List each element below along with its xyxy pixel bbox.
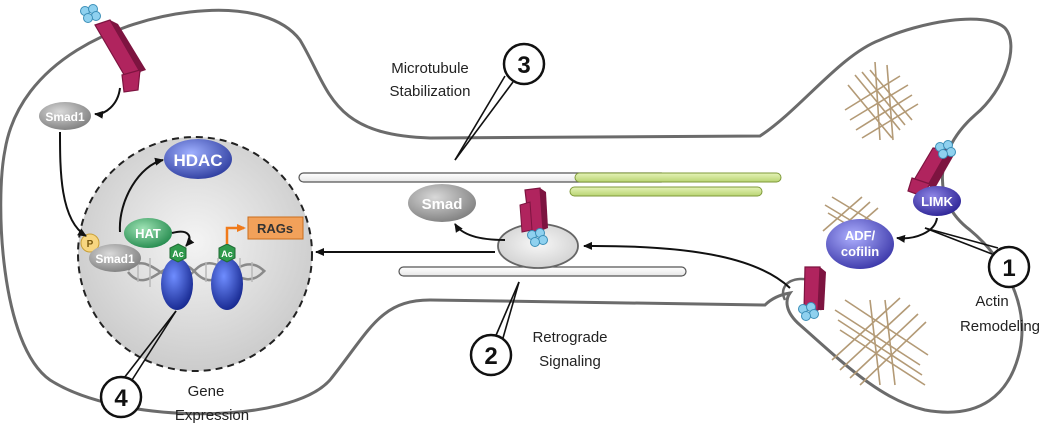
arrow-limk-to-adf xyxy=(896,217,938,243)
svg-text:Ac: Ac xyxy=(221,249,233,259)
smad1-cytoplasm-label: Smad1 xyxy=(45,110,85,124)
arrow-endosome-to-smad xyxy=(454,223,506,241)
phosphate-group xyxy=(80,233,100,253)
arrow-invagination-to-endosome xyxy=(583,241,791,289)
bmp-receptor-endocytic xyxy=(781,266,826,321)
microtubule-green-2 xyxy=(569,186,763,197)
step-3-label-line2: Stabilization xyxy=(390,83,471,100)
smad-axon xyxy=(408,184,476,222)
step-1-callout: 1 Actin Remodeling xyxy=(924,227,1040,335)
adf-cofilin-protein xyxy=(826,219,894,269)
step-2-label-line2: Signaling xyxy=(539,353,601,370)
step-1-number: 1 xyxy=(1002,255,1015,282)
histone-2 xyxy=(211,258,243,310)
step-2-number: 2 xyxy=(484,343,497,370)
step-4-label-line1: Gene xyxy=(188,383,225,400)
hdac-protein xyxy=(164,139,232,179)
microtubule-green-1 xyxy=(574,172,782,183)
actin-mesh-bottom xyxy=(831,297,929,386)
histone-1 xyxy=(161,258,193,310)
acetyl-mark-2: Ac xyxy=(218,243,236,263)
actin-mesh-top xyxy=(844,61,919,141)
arrow-smad1-to-nucleus xyxy=(59,131,87,237)
smad1-nucleus-label: Smad1 xyxy=(95,252,135,266)
step-4-number: 4 xyxy=(114,385,128,412)
rags-box xyxy=(247,216,304,240)
step-2-label-line1: Retrograde xyxy=(532,329,607,346)
arrow-receptor-to-smad1 xyxy=(94,87,121,119)
limk-protein xyxy=(913,186,961,216)
hdac-label: HDAC xyxy=(173,151,222,170)
arrow-hat-to-acetyl xyxy=(171,230,195,247)
smad1-nucleus xyxy=(89,244,141,272)
smad-axon-label: Smad xyxy=(422,196,463,213)
step-3-label-line1: Microtubule xyxy=(391,60,469,77)
step-4-callout: 4 Gene Expression xyxy=(99,310,249,424)
step-2-callout: 2 Retrograde Signaling xyxy=(469,281,608,377)
adf-cofilin-label-line1: ADF/ xyxy=(845,228,876,243)
bmp-receptor-growth-cone-top xyxy=(907,140,956,197)
step-3-callout: 3 Microtubule Stabilization xyxy=(390,42,546,161)
hat-protein xyxy=(124,218,172,248)
svg-text:Ac: Ac xyxy=(172,249,184,259)
bmp-receptor-soma xyxy=(80,4,146,93)
transcription-arrow xyxy=(225,224,246,244)
step-4-label-line2: Expression xyxy=(175,407,249,424)
smad1-cytoplasm xyxy=(39,102,91,130)
neuron-membrane xyxy=(0,8,1024,416)
acetyl-mark-1: Ac xyxy=(169,243,187,263)
nucleus xyxy=(77,136,313,372)
step-1-label-line1: Actin xyxy=(975,293,1008,310)
arrow-hat-to-hdac xyxy=(118,157,164,233)
adf-cofilin-label-line2: cofilin xyxy=(841,244,879,259)
limk-label: LIMK xyxy=(921,194,953,209)
bmp-receptor-endosome xyxy=(519,187,548,247)
rags-label: RAGs xyxy=(257,221,293,236)
step-1-label-line2: Remodeling xyxy=(960,318,1040,335)
phosphate-label: P xyxy=(87,239,94,250)
hat-label: HAT xyxy=(135,226,161,241)
step-3-number: 3 xyxy=(517,52,530,79)
